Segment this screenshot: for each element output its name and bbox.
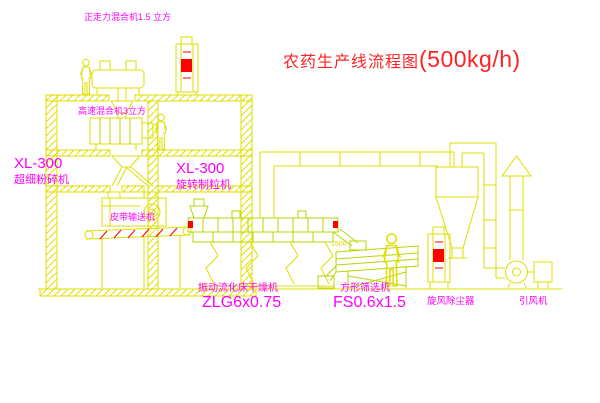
building-structure: [45, 94, 253, 290]
title-name: 农药生产线流程图: [283, 53, 420, 71]
induced-draft-fan: [505, 260, 553, 289]
label-dryer-name: 振动流化床干燥机: [198, 283, 278, 294]
exhaust-stack: [501, 155, 532, 260]
exhaust-duct: [259, 151, 455, 218]
dimension-1500: 1500: [331, 241, 347, 248]
label-mid-mixer: 高速混合机3立方: [78, 106, 147, 116]
label-sieve-name: 方形筛选机: [340, 283, 390, 294]
label-fan: 引风机: [519, 296, 548, 307]
title-capacity: (500kg/h): [419, 46, 521, 72]
control-box-right: [427, 226, 451, 289]
ground: [38, 288, 562, 297]
label-dryer-model: ZLG6x0.75: [202, 294, 282, 311]
belt-conveyor: [84, 226, 192, 288]
cyclone-separator: [435, 142, 496, 259]
label-cyclone: 旋风除尘器: [427, 296, 475, 307]
drawing-title: 农药生产线流程图(500kg/h): [283, 46, 521, 73]
fluid-bed-dryer: [187, 198, 339, 287]
label-sieve-model: FS0.6x1.5: [333, 294, 406, 311]
control-box-top: [175, 36, 199, 95]
label-mill-model: XL-300: [14, 155, 63, 172]
downcomer-duct: [483, 143, 505, 279]
label-top-mixer: 正走力混合机1.5 立方: [84, 12, 172, 22]
label-belt-conveyor: 皮带输送机: [110, 212, 156, 222]
label-granulator-model: XL-300: [176, 160, 225, 177]
granulator: [101, 191, 167, 227]
high-speed-mixer: [89, 117, 154, 168]
label-mill-name: 超细粉碎机: [14, 174, 69, 186]
label-granulator-name: 旋转制粒机: [176, 179, 231, 191]
y-discharge-pipes: [111, 166, 154, 187]
worker-figure-roof: [79, 58, 93, 95]
top-mixer: [91, 60, 145, 118]
square-sieve: [317, 228, 419, 289]
